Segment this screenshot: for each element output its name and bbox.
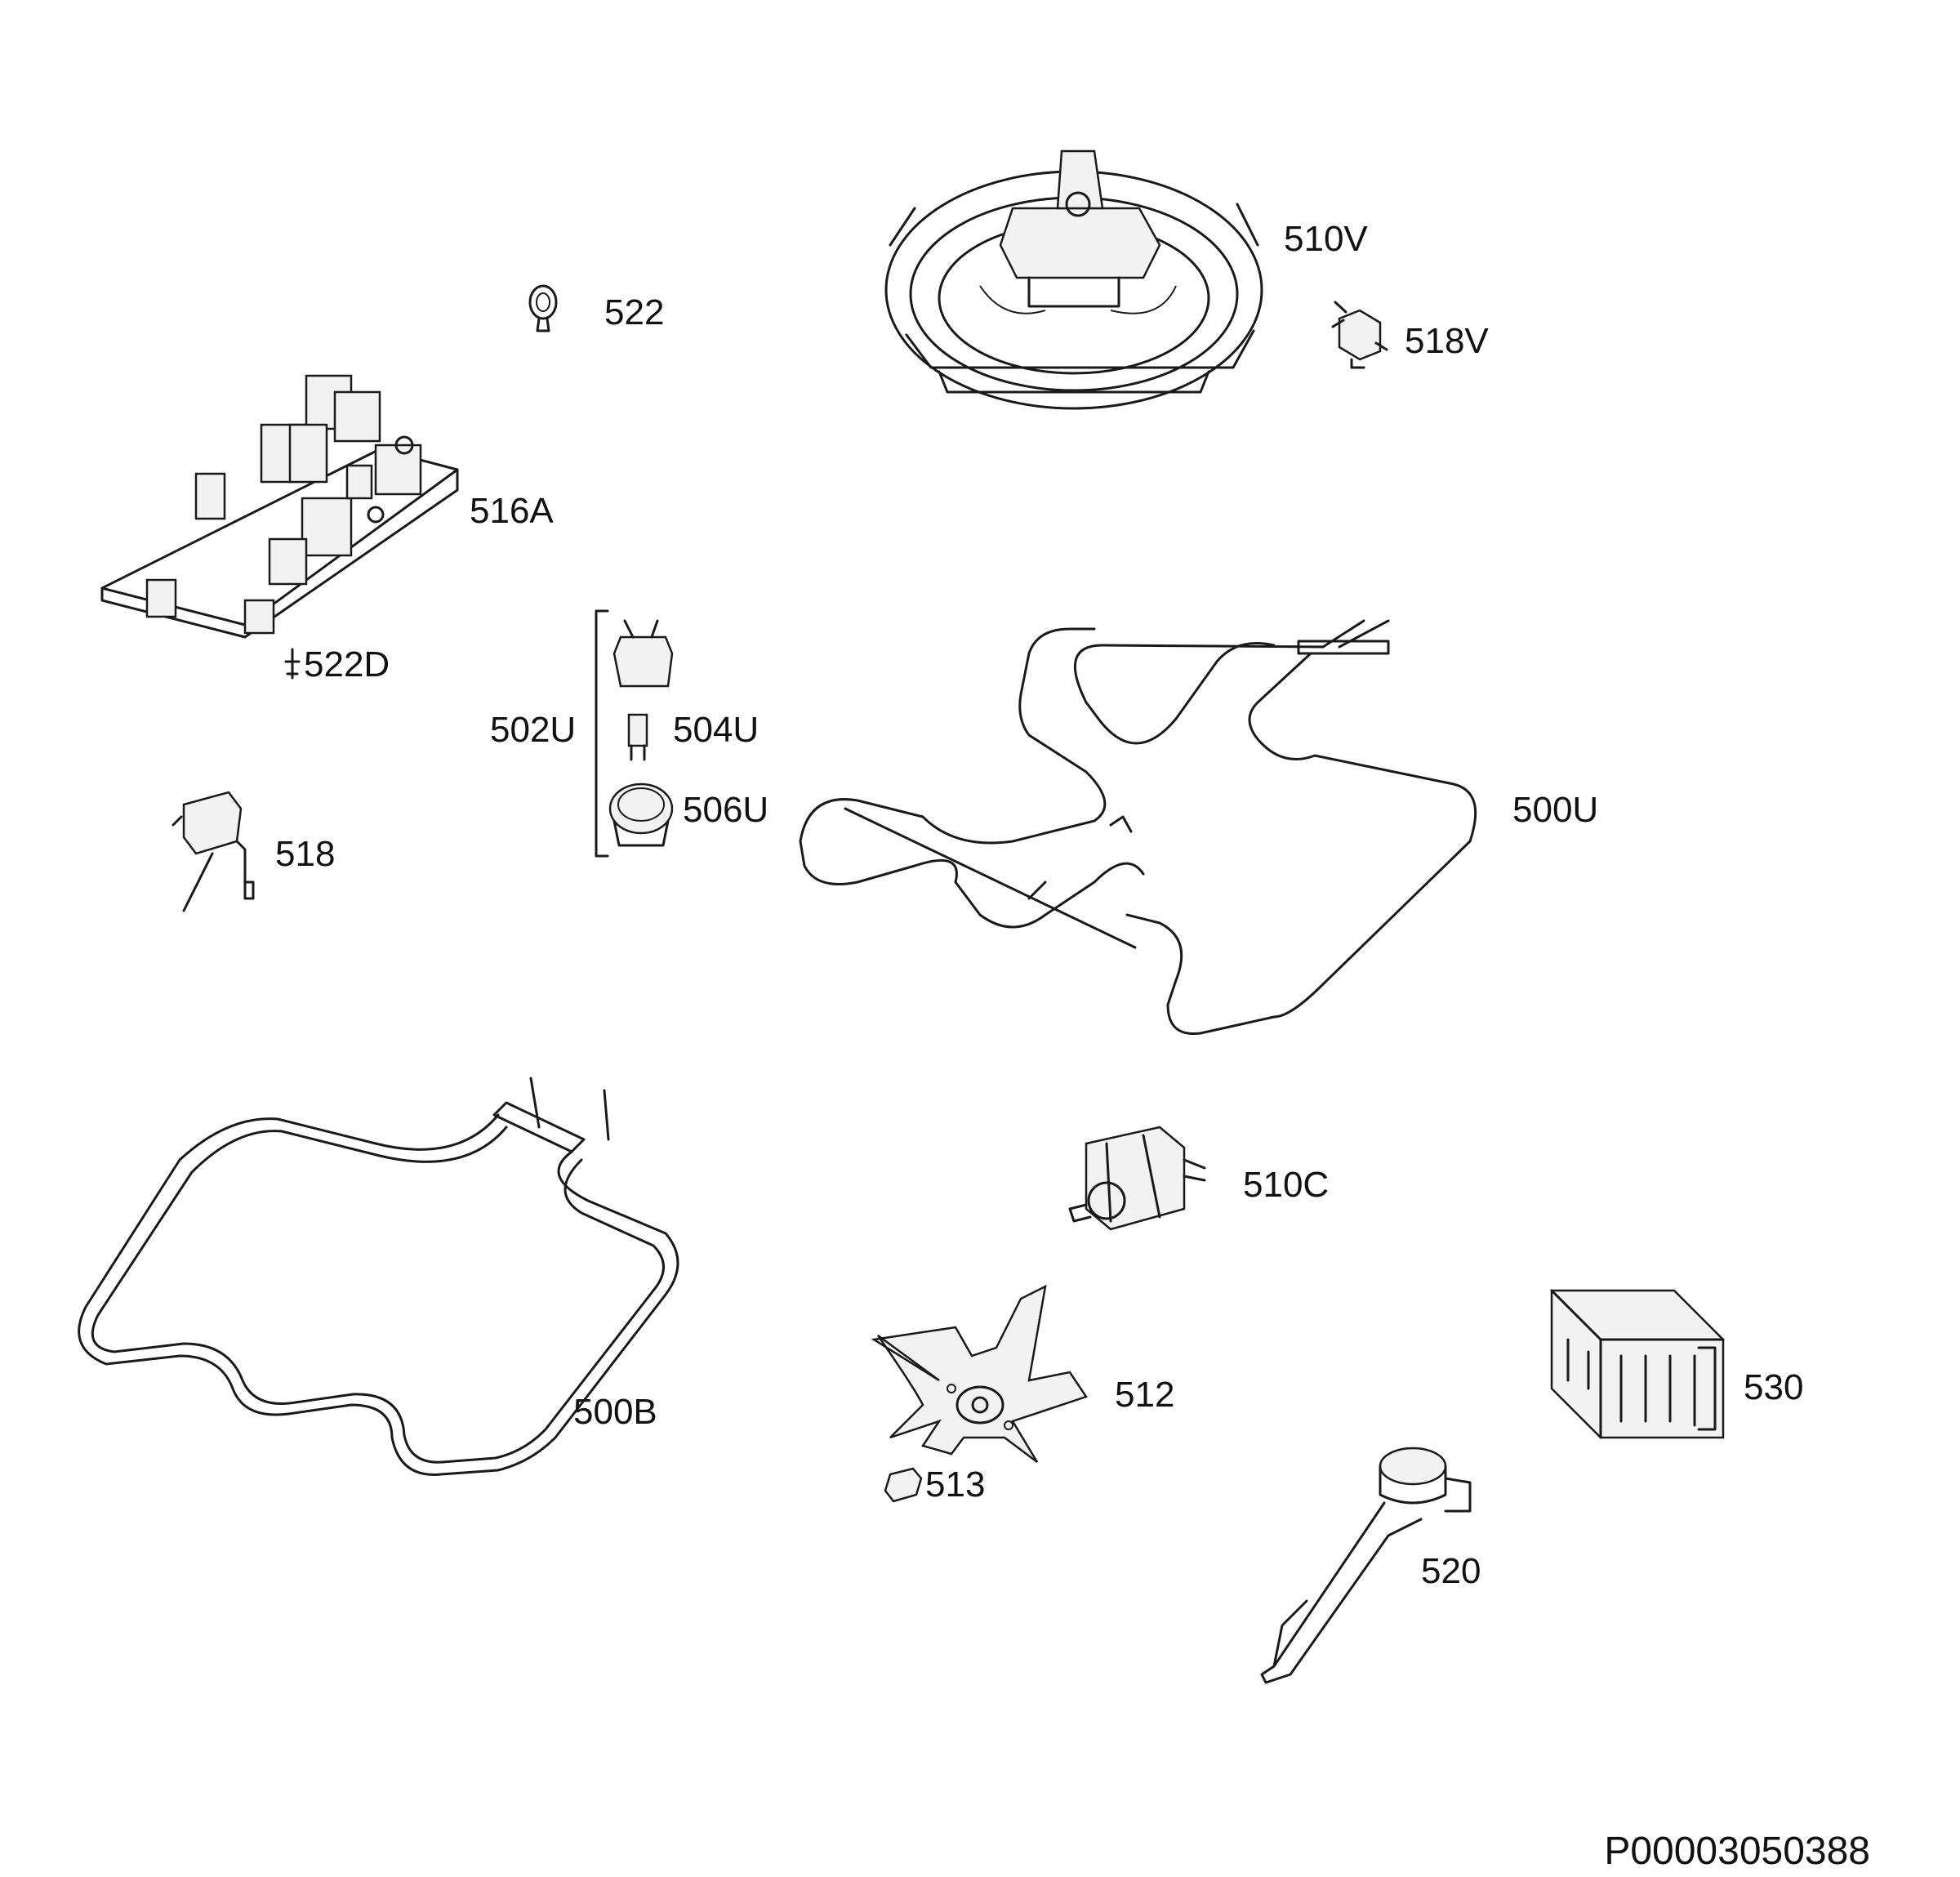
label-512: 512: [1115, 1375, 1174, 1415]
fan-nut[interactable]: [884, 1467, 923, 1503]
selector-switch[interactable]: [1550, 1289, 1725, 1439]
label-520: 520: [1421, 1551, 1481, 1591]
thermostat-clip[interactable]: [528, 284, 558, 332]
label-510c: 510C: [1243, 1165, 1329, 1205]
label-516a: 516A: [470, 491, 554, 531]
label-513: 513: [925, 1465, 985, 1505]
upper-heating-element[interactable]: [799, 619, 1477, 1036]
lower-heating-element[interactable]: [78, 1077, 679, 1476]
label-510v: 510V: [1284, 219, 1368, 259]
label-530: 530: [1744, 1367, 1803, 1407]
label-502u: 502U: [490, 710, 576, 750]
lamp-cover[interactable]: [608, 782, 674, 847]
timer[interactable]: [1260, 1447, 1472, 1684]
temperature-sensor[interactable]: [172, 791, 255, 912]
safety-thermostat[interactable]: [1331, 301, 1388, 369]
label-518v: 518V: [1405, 321, 1489, 361]
cooling-fan-motor[interactable]: [1068, 1126, 1206, 1231]
label-518: 518: [275, 834, 335, 874]
rear-fan-motor-assembly[interactable]: [884, 149, 1263, 410]
lamp-bulb[interactable]: [627, 713, 648, 761]
board-spacer[interactable]: [284, 648, 301, 680]
label-500u: 500U: [1512, 790, 1598, 830]
label-500b: 500B: [573, 1392, 657, 1432]
drawing-number: P00003050388: [1604, 1830, 1870, 1873]
label-522: 522: [604, 292, 664, 332]
label-522d: 522D: [304, 644, 390, 684]
lamp-assembly[interactable]: [595, 609, 674, 858]
control-board[interactable]: [100, 374, 459, 639]
label-504u: 504U: [673, 710, 759, 750]
label-506u: 506U: [683, 790, 768, 830]
fan-blade[interactable]: [871, 1284, 1088, 1463]
